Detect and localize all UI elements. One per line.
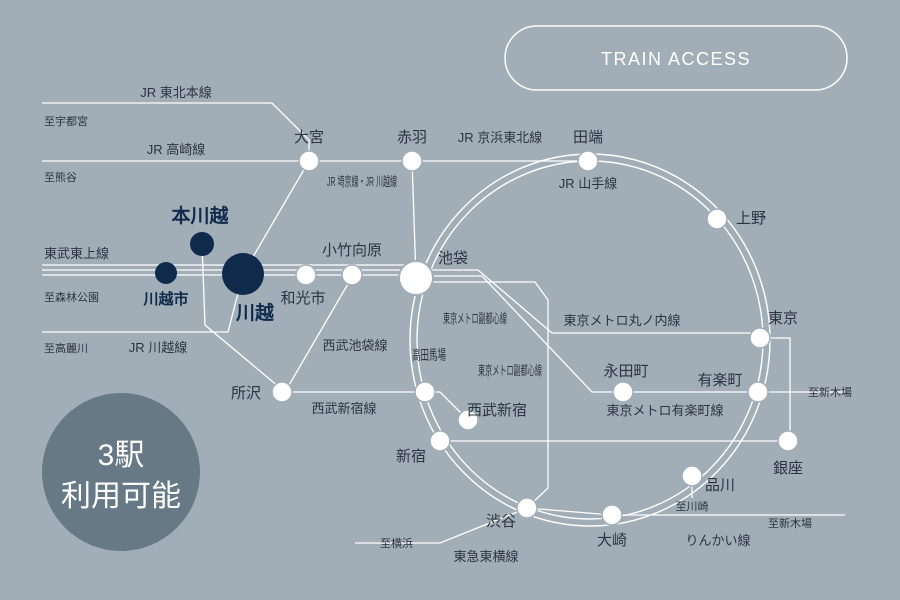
label-dest-shinrin-koen: 至森林公園	[44, 290, 99, 304]
label-metro-fukutoshin-1: 東京メトロ副都心線	[443, 311, 507, 326]
label-seibu-shinjuku: 西武新宿	[467, 402, 527, 419]
station-node-tokorozawa	[271, 381, 293, 403]
station-node-yurakucho	[747, 381, 769, 403]
label-dest-shinkiba-2: 至新木場	[768, 516, 812, 530]
label-tokyu-toyoko: 東急東横線	[453, 549, 518, 564]
title-pill: TRAIN ACCESS	[504, 25, 848, 91]
label-shinjuku: 新宿	[396, 448, 426, 465]
label-dest-komagawa: 至高麗川	[44, 341, 88, 355]
access-badge: 3駅 利用可能	[42, 393, 200, 551]
station-node-akabane	[401, 150, 423, 172]
label-jr-yamanote: JR 山手線	[559, 176, 618, 191]
station-node-ueno	[706, 208, 728, 230]
station-node-shinjuku	[429, 430, 451, 452]
label-shibuya: 渋谷	[486, 513, 516, 530]
home-station-node-kawagoe	[222, 253, 264, 295]
label-dest-kumagaya: 至熊谷	[44, 170, 77, 184]
station-node-wakoshi	[295, 264, 317, 286]
label-metro-marunouchi: 東京メトロ丸ノ内線	[563, 313, 680, 328]
station-node-kotake-mukaihara	[341, 264, 363, 286]
label-yurakucho: 有楽町	[697, 372, 742, 389]
station-nodes	[271, 150, 799, 526]
label-dest-yokohama: 至横浜	[380, 536, 413, 550]
label-dest-utsunomiya: 至宇都宮	[44, 114, 88, 128]
station-node-shinagawa	[681, 465, 703, 487]
label-tokorozawa: 所沢	[231, 385, 261, 402]
station-node-takadanobaba	[414, 381, 436, 403]
badge-circle	[42, 393, 200, 551]
label-jr-tohoku: JR 東北本線	[140, 85, 212, 100]
label-akabane: 赤羽	[397, 129, 427, 146]
label-tokyo: 東京	[768, 310, 798, 327]
label-rinkai: りんかい線	[685, 533, 750, 548]
label-osaki: 大崎	[597, 532, 627, 549]
label-metro-yurakucho: 東京メトロ有楽町線	[606, 403, 723, 418]
label-ikebukuro: 池袋	[438, 250, 468, 267]
home-label-kawagoe: 川越	[235, 301, 275, 324]
map-title: TRAIN ACCESS	[601, 49, 751, 69]
station-node-tokyo	[749, 327, 771, 349]
home-label-hon-kawagoe: 本川越	[171, 204, 229, 227]
label-metro-fukutoshin-2: 東京メトロ副都心線	[478, 363, 542, 378]
label-seibu-ikebukuro: 西武池袋線	[322, 338, 387, 353]
label-seibu-shinjuku-line: 西武新宿線	[311, 401, 376, 416]
station-node-omiya	[298, 150, 320, 172]
station-node-ginza	[777, 430, 799, 452]
station-labels: 大宮 赤羽 田端 上野 小竹向原 和光市 池袋 東京 永田町 有楽町 高田馬場 …	[231, 129, 803, 549]
label-nagatacho: 永田町	[603, 363, 648, 380]
destination-labels: 至宇都宮 至熊谷 至森林公園 至高麗川 至新木場 至新木場 至川崎 至横浜	[44, 114, 852, 550]
label-shinagawa: 品川	[705, 477, 735, 494]
label-takadanobaba: 高田馬場	[412, 347, 446, 363]
label-kotake-mukaihara: 小竹向原	[322, 242, 382, 259]
label-jr-saikyo: JR 埼京線・JR 川越線	[327, 174, 397, 189]
badge-line-2: 利用可能	[61, 480, 181, 513]
label-dest-shinkiba-1: 至新木場	[808, 385, 852, 399]
label-jr-keihin-tohoku: JR 京浜東北線	[458, 130, 543, 145]
station-node-shibuya	[516, 497, 538, 519]
station-node-seibu-shinjuku	[457, 409, 479, 431]
station-node-osaki	[601, 504, 623, 526]
label-omiya: 大宮	[294, 129, 324, 146]
home-label-kawagoeshi: 川越市	[142, 290, 188, 308]
label-jr-takasaki: JR 高崎線	[147, 142, 206, 157]
home-station-node-kawagoeshi	[155, 262, 177, 284]
station-node-nagatacho	[612, 381, 634, 403]
label-tabata: 田端	[573, 129, 603, 146]
label-ginza: 銀座	[773, 460, 803, 477]
label-wakoshi: 和光市	[280, 290, 325, 307]
station-node-ikebukuro	[398, 260, 434, 296]
station-node-tabata	[577, 150, 599, 172]
line-labels: JR 東北本線 JR 高崎線 東武東上線 JR 川越線 JR 埼京線・JR 川越…	[44, 85, 751, 564]
label-tobu-tojo: 東武東上線	[44, 246, 109, 261]
label-dest-kawasaki: 至川崎	[676, 499, 709, 513]
label-ueno: 上野	[736, 210, 766, 227]
home-station-node-hon-kawagoe	[190, 232, 214, 256]
label-jr-kawagoe: JR 川越線	[129, 340, 188, 355]
badge-line-1: 3駅	[98, 439, 145, 472]
